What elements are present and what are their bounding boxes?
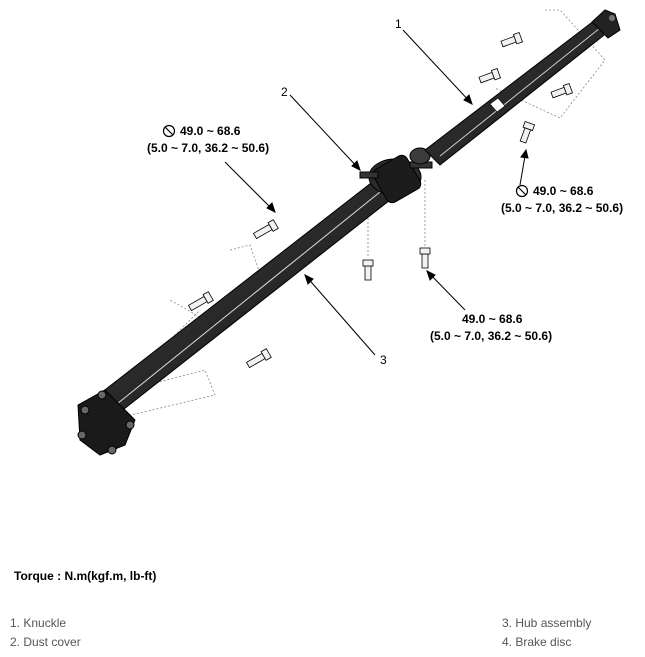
bolt	[550, 82, 574, 99]
torque-spec-left: 49.0 ~ 68.6 (5.0 ~ 7.0, 36.2 ~ 50.6)	[147, 124, 269, 155]
bolt	[245, 348, 272, 369]
no-reuse-icon	[515, 184, 529, 198]
bolt	[362, 259, 374, 281]
torque-unit-label: Torque : N.m(kgf.m, lb-ft)	[14, 569, 157, 583]
torque-spec-right: 49.0 ~ 68.6 (5.0 ~ 7.0, 36.2 ~ 50.6)	[501, 184, 623, 215]
legend-item: 1. Knuckle	[10, 616, 67, 630]
torque-value: 49.0 ~ 68.6	[180, 124, 241, 138]
torque-alt: (5.0 ~ 7.0, 36.2 ~ 50.6)	[147, 141, 269, 155]
torque-alt: (5.0 ~ 7.0, 36.2 ~ 50.6)	[501, 201, 623, 215]
torque-value: 49.0 ~ 68.6	[462, 312, 523, 326]
bolt	[187, 291, 214, 312]
propeller-shaft-diagram: 1 2 3 49.0 ~ 68.6 (5.0 ~ 7.0, 36.2 ~ 50.…	[77, 9, 623, 456]
front-shaft-tube	[424, 9, 621, 166]
torque-value: 49.0 ~ 68.6	[533, 184, 594, 198]
rear-flange	[77, 389, 136, 456]
center-bearing	[359, 147, 433, 204]
legend-item: 3. Hub assembly	[502, 616, 592, 630]
callout-1: 1	[395, 17, 402, 31]
bolt	[419, 247, 431, 269]
no-reuse-icon	[162, 124, 176, 138]
bolt	[500, 31, 524, 48]
callout-3: 3	[380, 353, 387, 367]
torque-alt: (5.0 ~ 7.0, 36.2 ~ 50.6)	[430, 329, 552, 343]
bolt	[252, 219, 279, 240]
bolts	[187, 31, 574, 369]
legend-item: 2. Dust cover	[10, 635, 81, 649]
rear-shaft-tube	[91, 179, 391, 421]
leader-lines	[224, 29, 529, 356]
bolt	[519, 120, 536, 144]
callout-2: 2	[281, 85, 288, 99]
legend-item: 4. Brake disc	[502, 635, 572, 649]
bolt	[478, 67, 502, 84]
torque-spec-center: 49.0 ~ 68.6 (5.0 ~ 7.0, 36.2 ~ 50.6)	[430, 312, 552, 343]
